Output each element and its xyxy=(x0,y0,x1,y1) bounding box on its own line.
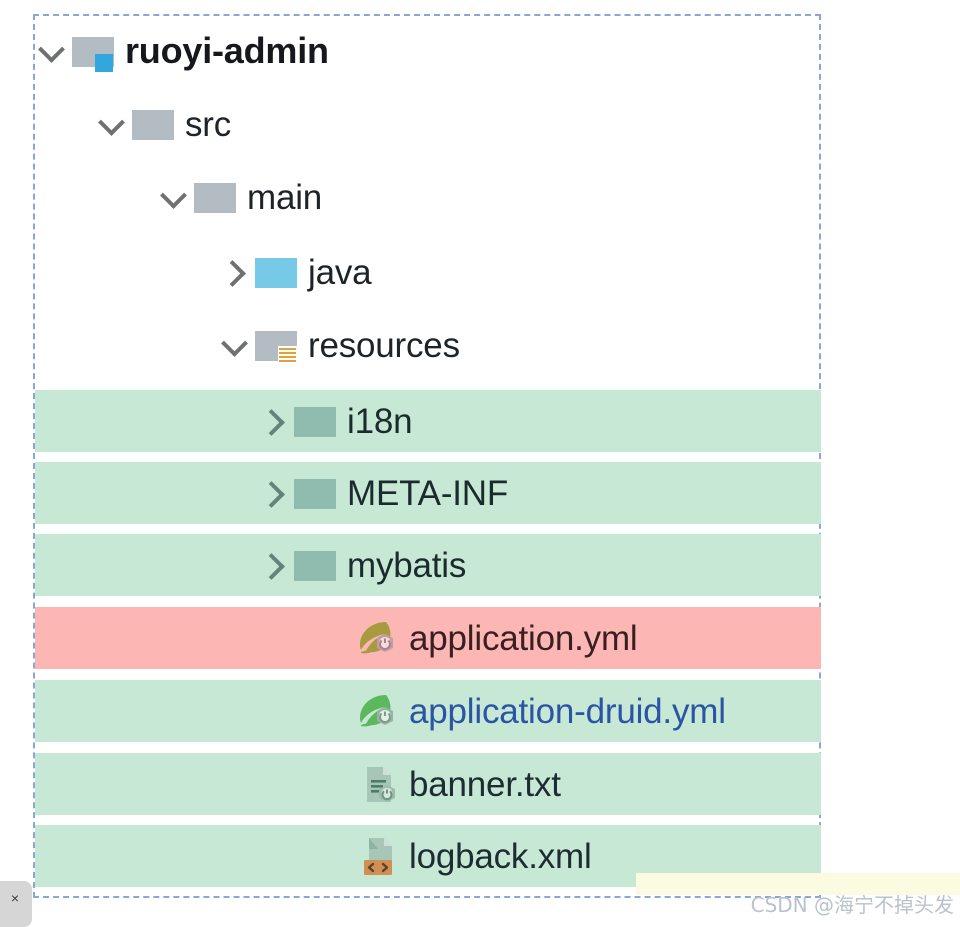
folder-module-icon xyxy=(69,29,119,73)
tree-row-banner-txt[interactable]: banner.txt xyxy=(35,753,821,815)
tree-label: ruoyi-admin xyxy=(125,30,329,71)
watermark-text: CSDN @海宁不掉头发 xyxy=(750,893,954,917)
chevron-right-icon[interactable] xyxy=(218,255,252,289)
chevron-right-icon[interactable] xyxy=(257,548,291,582)
tree-label: application.yml xyxy=(409,618,638,658)
chevron-placeholder-icon xyxy=(319,767,353,801)
tree-row-application-druid-yml[interactable]: application-druid.yml xyxy=(35,680,821,742)
tree-label: java xyxy=(308,252,372,292)
chevron-right-icon[interactable] xyxy=(257,476,291,510)
tree-label: i18n xyxy=(347,401,413,441)
tree-label: logback.xml xyxy=(409,836,592,876)
close-icon[interactable]: × xyxy=(10,890,20,906)
chevron-down-icon[interactable] xyxy=(35,34,69,68)
spring-leaf-gear-glyph xyxy=(359,695,393,727)
tree-label: application-druid.yml xyxy=(409,691,726,731)
tree-label: META-INF xyxy=(347,473,509,513)
spring-leaf-gear-glyph xyxy=(359,622,393,654)
tree-label: main xyxy=(247,177,323,217)
document-gear-glyph xyxy=(367,767,395,802)
close-chip[interactable]: × xyxy=(0,881,32,927)
xml-file-icon xyxy=(353,834,403,878)
tree-row-logback-xml[interactable]: logback.xml xyxy=(35,825,821,887)
watermark-band xyxy=(636,873,960,895)
tree-row-meta-inf[interactable]: META-INF xyxy=(35,462,821,524)
folder-resources-icon xyxy=(252,323,302,367)
chevron-right-icon[interactable] xyxy=(257,404,291,438)
tree-label: resources xyxy=(308,325,460,365)
tree-row-src[interactable]: src xyxy=(35,93,231,155)
module-badge-icon xyxy=(95,54,113,72)
chevron-down-icon[interactable] xyxy=(95,107,129,141)
tree-label: mybatis xyxy=(347,545,467,585)
tree-row-application-yml[interactable]: application.yml xyxy=(35,607,821,669)
folder-source-icon xyxy=(252,250,302,294)
spring-yaml-file-icon xyxy=(353,689,403,733)
resources-badge-icon xyxy=(278,346,297,367)
tree-label: banner.txt xyxy=(409,764,561,804)
tree-row-ruoyi-admin[interactable]: ruoyi-admin xyxy=(35,20,329,82)
tree-row-java[interactable]: java xyxy=(35,241,372,303)
folder-icon xyxy=(129,102,179,146)
chevron-down-icon[interactable] xyxy=(157,180,191,214)
folder-icon xyxy=(291,543,341,587)
chevron-placeholder-icon xyxy=(319,839,353,873)
document-code-glyph xyxy=(364,838,392,875)
selection-frame xyxy=(33,14,821,898)
chevron-down-icon[interactable] xyxy=(218,328,252,362)
tree-row-main[interactable]: main xyxy=(35,166,322,228)
folder-icon xyxy=(191,175,241,219)
tree-row-resources[interactable]: resources xyxy=(35,314,460,376)
folder-icon xyxy=(291,471,341,515)
chevron-placeholder-icon xyxy=(319,694,353,728)
tree-row-i18n[interactable]: i18n xyxy=(35,390,821,452)
text-config-file-icon xyxy=(353,762,403,806)
spring-yaml-file-icon xyxy=(353,616,403,660)
folder-icon xyxy=(291,399,341,443)
tree-label: src xyxy=(185,104,232,144)
tree-row-mybatis[interactable]: mybatis xyxy=(35,534,821,596)
chevron-placeholder-icon xyxy=(319,621,353,655)
